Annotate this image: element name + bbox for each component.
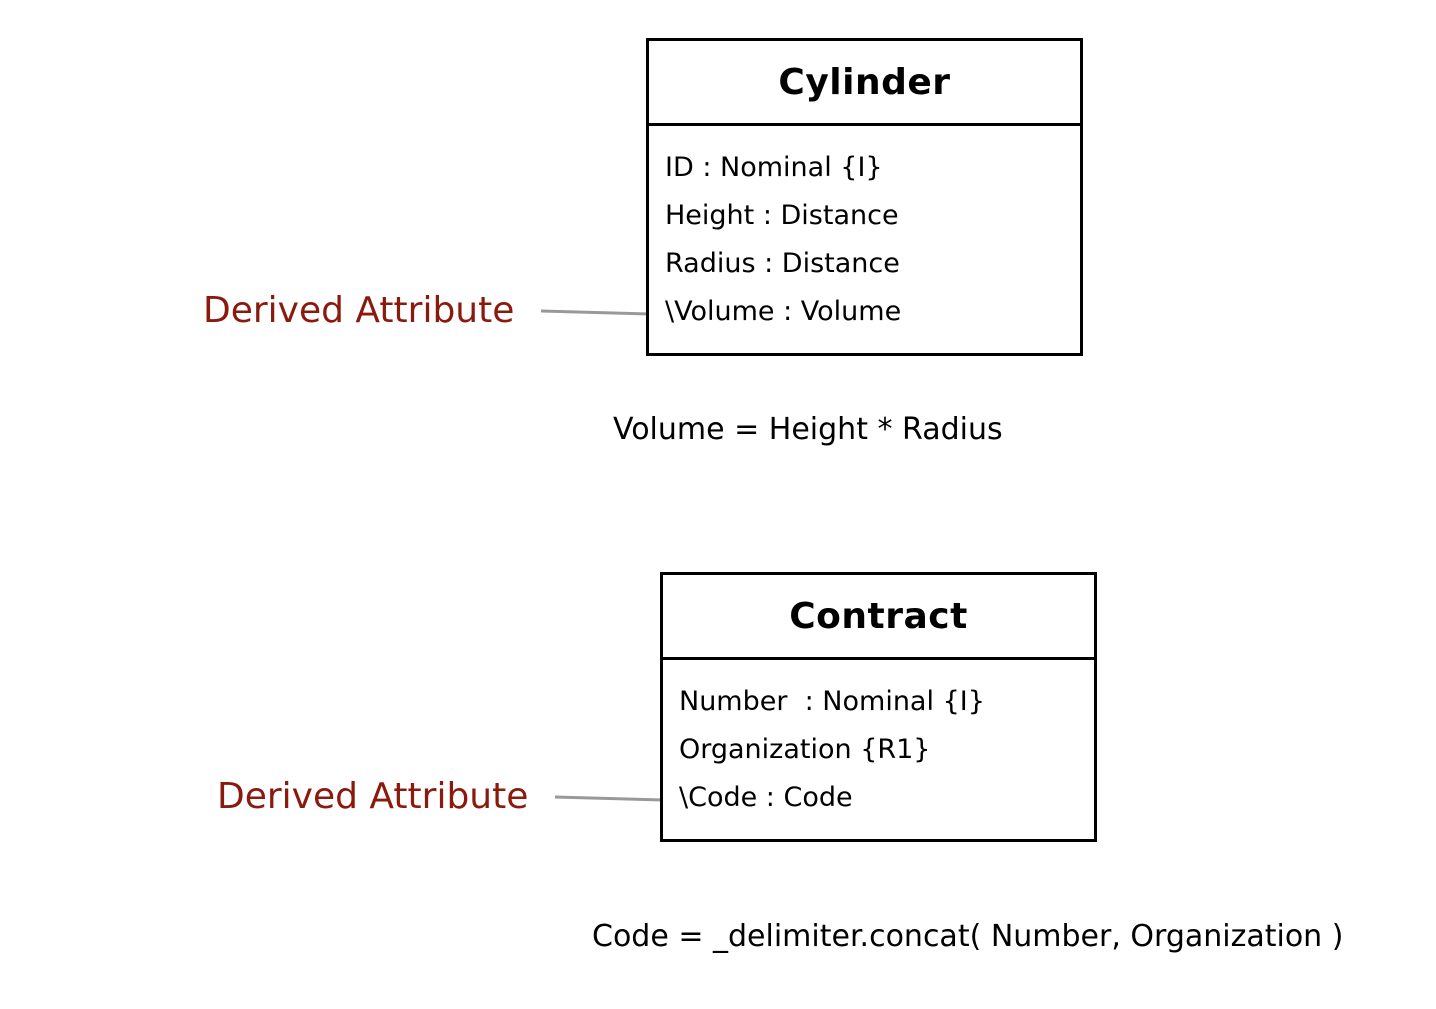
cylinder-attributes: ID : Nominal {I} Height : Distance Radiu… [649,126,1080,336]
contract-derived-attribute-label: Derived Attribute [217,776,529,817]
volume-formula: Volume = Height * Radius [613,412,1003,447]
contract-class-name: Contract [663,575,1094,660]
contract-attribute-organization: Organization {R1} [679,734,931,765]
contract-attribute-code: \Code : Code [679,782,853,813]
cylinder-attribute-height: Height : Distance [665,200,899,231]
cylinder-class-name: Cylinder [649,41,1080,126]
cylinder-derived-attribute-label: Derived Attribute [203,290,515,331]
code-formula: Code = _delimiter.concat( Number, Organi… [592,919,1344,954]
cylinder-attribute-id: ID : Nominal {I} [665,152,883,183]
cylinder-attribute-radius: Radius : Distance [665,248,900,279]
contract-attribute-number: Number : Nominal {I} [679,686,985,717]
contract-attributes: Number : Nominal {I} Organization {R1} \… [663,660,1094,822]
cylinder-callout-connector [540,309,651,316]
contract-class-box: Contract Number : Nominal {I} Organizati… [660,572,1097,842]
contract-callout-connector [554,795,664,802]
cylinder-attribute-volume: \Volume : Volume [665,296,902,327]
cylinder-class-box: Cylinder ID : Nominal {I} Height : Dista… [646,38,1083,356]
